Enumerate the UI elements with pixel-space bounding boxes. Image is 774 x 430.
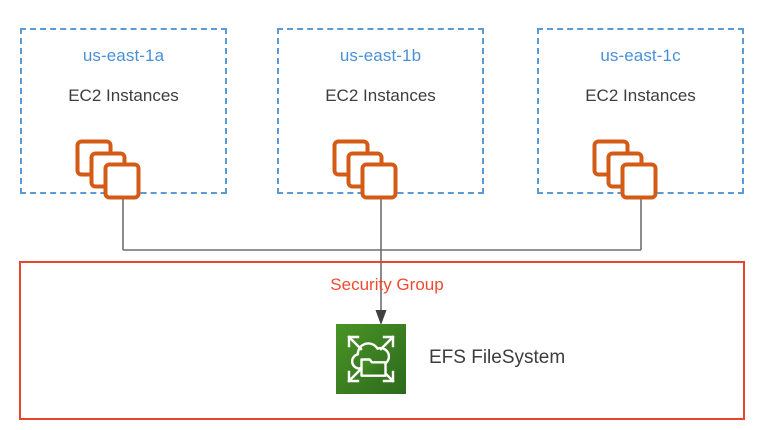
availability-zone-us-east-1b: us-east-1b EC2 Instances <box>277 28 484 200</box>
az-resource-label-us-east-1b: EC2 Instances <box>325 86 436 105</box>
ec2-instances-icon <box>332 139 397 200</box>
efs-filesystem-label: EFS FileSystem <box>429 347 566 368</box>
az-resource-label-us-east-1a: EC2 Instances <box>68 86 179 105</box>
availability-zone-us-east-1c: us-east-1c EC2 Instances <box>537 28 744 200</box>
ec2-instances-icon <box>592 139 657 200</box>
security-group-boundary <box>19 261 745 420</box>
az-title-us-east-1c: us-east-1c <box>600 46 681 65</box>
az-title-us-east-1a: us-east-1a <box>82 46 165 65</box>
az-resource-label-us-east-1c: EC2 Instances <box>585 86 696 105</box>
efs-filesystem-icon <box>336 324 406 394</box>
az-title-us-east-1b: us-east-1b <box>339 46 422 65</box>
ec2-instances-icon <box>75 139 140 200</box>
availability-zone-us-east-1a: us-east-1a EC2 Instances <box>20 28 227 200</box>
